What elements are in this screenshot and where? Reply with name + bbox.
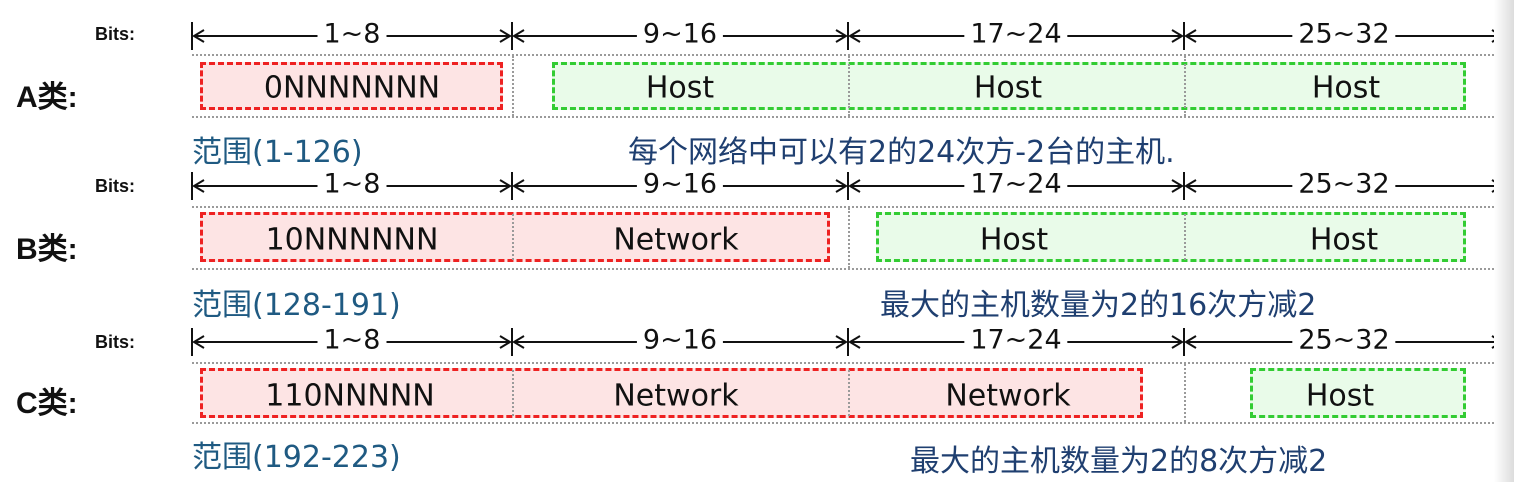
address-bar [192, 54, 1506, 118]
class-range: 范围(1-126) [192, 135, 363, 170]
class-range: 范围(128-191) [192, 288, 401, 323]
page-edge-shadow [1494, 0, 1514, 482]
host-cell: Host [973, 70, 1043, 106]
address-bar [192, 206, 1506, 270]
class-label: A类: [16, 81, 78, 114]
bit-range-label: 1~8 [317, 168, 387, 200]
octet-divider [1184, 364, 1186, 422]
bits-label: Bits: [95, 332, 135, 352]
host-field [552, 62, 1466, 110]
network-field [200, 62, 503, 110]
network-prefix: 110NNNNN [265, 378, 435, 414]
bit-range-label: 1~8 [317, 18, 387, 50]
bit-range-label: 17~24 [964, 168, 1068, 200]
network-cell: Network [613, 378, 739, 414]
host-count-note: 最大的主机数量为2的8次方减2 [910, 444, 1328, 479]
bit-range-label: 25~32 [1292, 18, 1396, 50]
host-cell: Host [979, 222, 1049, 258]
network-cell: Network [945, 378, 1071, 414]
class-label: B类: [16, 233, 78, 266]
bit-range-label: 1~8 [317, 324, 387, 356]
octet-divider [512, 56, 514, 116]
host-cell: Host [1309, 222, 1379, 258]
host-count-note: 最大的主机数量为2的16次方减2 [880, 288, 1317, 323]
bits-label: Bits: [95, 176, 135, 196]
network-prefix: 0NNNNNNN [263, 70, 441, 106]
bit-range-label: 17~24 [964, 18, 1068, 50]
bits-label: Bits: [95, 24, 135, 44]
bit-range-label: 9~16 [636, 18, 724, 50]
bit-range-label: 17~24 [964, 324, 1068, 356]
field-divider [1184, 214, 1186, 260]
network-field [200, 212, 830, 262]
field-divider [512, 214, 514, 260]
bit-range-label: 9~16 [636, 168, 724, 200]
host-count-note: 每个网络中可以有2的24次方-2台的主机. [628, 135, 1175, 170]
class-range: 范围(192-223) [192, 440, 401, 475]
bit-range-label: 25~32 [1292, 168, 1396, 200]
network-field [200, 368, 1143, 418]
field-divider [848, 370, 850, 416]
address-bar [192, 362, 1506, 424]
network-cell: Network [613, 222, 739, 258]
field-divider [848, 64, 850, 108]
network-prefix: 10NNNNNN [265, 222, 439, 258]
host-cell: Host [1311, 70, 1381, 106]
host-field [876, 212, 1466, 262]
host-cell: Host [645, 70, 715, 106]
octet-divider [848, 208, 850, 268]
class-label: C类: [16, 387, 78, 420]
bit-range-label: 25~32 [1292, 324, 1396, 356]
host-field [1250, 368, 1466, 418]
bit-range-label: 9~16 [636, 324, 724, 356]
field-divider [512, 370, 514, 416]
field-divider [1184, 64, 1186, 108]
host-cell: Host [1305, 378, 1375, 414]
